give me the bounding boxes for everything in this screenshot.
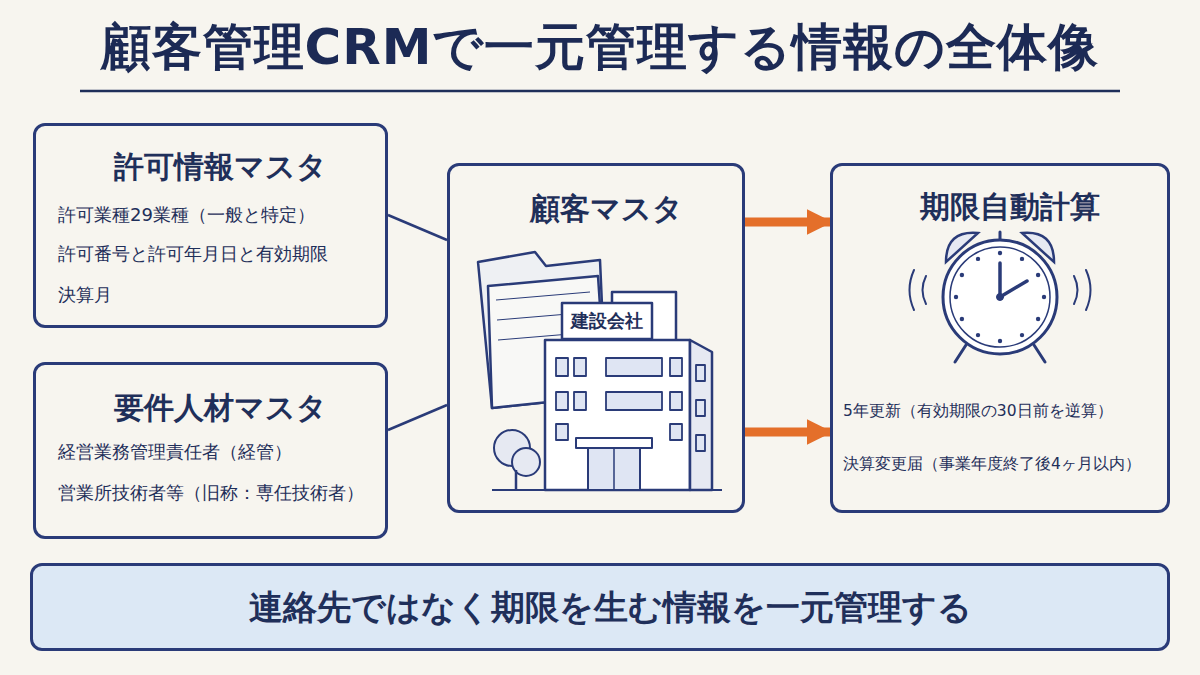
window: [556, 392, 568, 410]
info-box: 顧客マスタ: [447, 163, 745, 513]
window: [606, 358, 662, 376]
tree-trunk: [515, 470, 518, 490]
clock-tick: [976, 333, 980, 337]
building-windows: [556, 358, 705, 451]
clock-tick: [1036, 273, 1040, 277]
deadline-rule: 決算変更届（事業年度終了後4ヶ月以内）: [843, 455, 1165, 474]
deadline-rule: 5年更新（有効期限の30日前を逆算）: [843, 402, 1165, 421]
box-heading: 期限自動計算: [843, 188, 1177, 226]
title-underline: [80, 90, 1120, 93]
sign-text: 建設会社: [562, 309, 652, 333]
clock-tick: [1020, 333, 1024, 337]
info-box: 期限自動計算5年更新（有効期限の30日前を逆算）決算変更届（事業年度終了後4ヶ月…: [830, 163, 1170, 513]
box-item: 経営業務管理責任者（経管）: [58, 441, 378, 464]
link-line: [388, 405, 447, 430]
clock-ticks: [954, 251, 1046, 343]
clock-tick: [1042, 295, 1046, 299]
entrance-canopy: [576, 438, 652, 448]
window: [574, 358, 586, 376]
summary-message: 連絡先ではなく期限を生む情報を一元管理する: [43, 586, 1177, 629]
window: [670, 358, 682, 376]
building-side: [690, 340, 712, 490]
vibration-mark: [910, 270, 915, 310]
clock-tick: [954, 295, 958, 299]
ground-line: [492, 489, 722, 491]
box-item: 許可番号と許可年月日と有効期限: [58, 243, 378, 266]
summary-band: 連絡先ではなく期限を生む情報を一元管理する: [30, 563, 1170, 651]
clock-tick: [1036, 317, 1040, 321]
box-heading: 許可情報マスタ: [46, 148, 395, 186]
window: [556, 358, 568, 376]
clock-face: [943, 240, 1057, 354]
folder-hatch: [496, 292, 590, 300]
clock-pivot: [997, 294, 1004, 301]
flow-arrow: [745, 218, 830, 227]
building-body: [545, 340, 690, 490]
window: [556, 424, 568, 440]
vibration-mark: [1086, 270, 1091, 310]
clock-leg: [1034, 345, 1045, 362]
clock-tick: [976, 257, 980, 261]
flow-arrow: [745, 428, 830, 437]
window: [670, 392, 682, 410]
window: [696, 435, 705, 451]
info-box: 許可情報マスタ許可業種29業種（一般と特定）許可番号と許可年月日と有効期限決算月: [33, 123, 388, 328]
building-illustration: [478, 252, 722, 490]
clock-tick: [998, 339, 1002, 343]
clock-tick: [960, 273, 964, 277]
info-box: 要件人材マスタ経営業務管理責任者（経管）営業所技術者等（旧称：専任技術者）: [33, 362, 388, 539]
box-heading: 要件人材マスタ: [46, 389, 395, 427]
clock-rim: [950, 247, 1050, 347]
box-heading: 顧客マスタ: [460, 190, 752, 228]
clock-tick: [960, 317, 964, 321]
window: [696, 400, 705, 416]
link-line: [388, 215, 447, 240]
clock-tick: [1020, 257, 1024, 261]
door-split: [613, 448, 615, 490]
window: [574, 392, 586, 410]
entrance-door: [588, 448, 640, 490]
building-sign: [562, 303, 652, 339]
clock-hand: [998, 263, 1002, 297]
clock-hand: [1000, 281, 1027, 297]
window: [670, 424, 682, 440]
vibration-mark: [1074, 276, 1078, 304]
window: [606, 392, 662, 410]
clock-illustration: [910, 232, 1091, 362]
clock-leg: [955, 345, 966, 362]
box-item: 決算月: [58, 284, 378, 307]
diagram-title: 顧客管理CRMで一元管理する情報の全体像: [0, 14, 1200, 81]
box-item: 営業所技術者等（旧称：専任技術者）: [58, 482, 378, 505]
window: [696, 365, 705, 381]
box-item: 許可業種29業種（一般と特定）: [58, 204, 378, 227]
vibration-mark: [923, 276, 927, 304]
clock-tick: [998, 251, 1002, 255]
